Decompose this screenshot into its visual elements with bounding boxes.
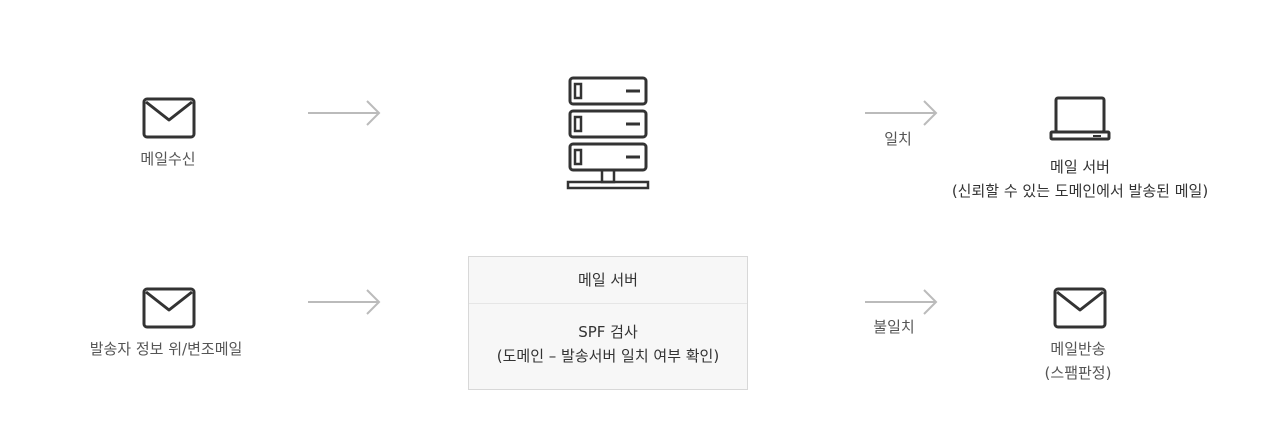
trusted-server-subtitle: (신뢰할 수 있는 도메인에서 발송된 메일) bbox=[951, 182, 1209, 200]
arrow-right-icon bbox=[864, 287, 940, 321]
mismatch-label: 불일치 bbox=[873, 318, 915, 336]
forged-mail-envelope-icon bbox=[142, 287, 196, 333]
arrow-right-icon bbox=[307, 98, 383, 132]
bounce-subtitle: (스팸판정) bbox=[1044, 364, 1112, 382]
trusted-server-title: 메일 서버 bbox=[1050, 158, 1110, 176]
arrow-right-icon bbox=[307, 287, 383, 321]
laptop-icon bbox=[1049, 96, 1111, 146]
spf-check-detail: (도메인 – 발송서버 일치 여부 확인) bbox=[496, 347, 720, 365]
mail-server-box-title: 메일 서버 bbox=[469, 257, 747, 304]
spf-check-body: SPF 검사 (도메인 – 발송서버 일치 여부 확인) bbox=[469, 304, 747, 368]
forged-mail-label: 발송자 정보 위/변조메일 bbox=[89, 340, 243, 358]
mail-server-check-box: 메일 서버 SPF 검사 (도메인 – 발송서버 일치 여부 확인) bbox=[468, 256, 748, 390]
bounce-title: 메일반송 bbox=[1050, 340, 1106, 358]
mail-received-envelope-icon bbox=[142, 97, 196, 143]
spf-check-title: SPF 검사 bbox=[578, 323, 638, 341]
match-label: 일치 bbox=[884, 130, 912, 148]
mail-received-label: 메일수신 bbox=[140, 150, 196, 168]
bounced-mail-envelope-icon bbox=[1053, 287, 1107, 333]
arrow-right-icon bbox=[864, 98, 940, 132]
server-rack-icon bbox=[566, 76, 652, 194]
